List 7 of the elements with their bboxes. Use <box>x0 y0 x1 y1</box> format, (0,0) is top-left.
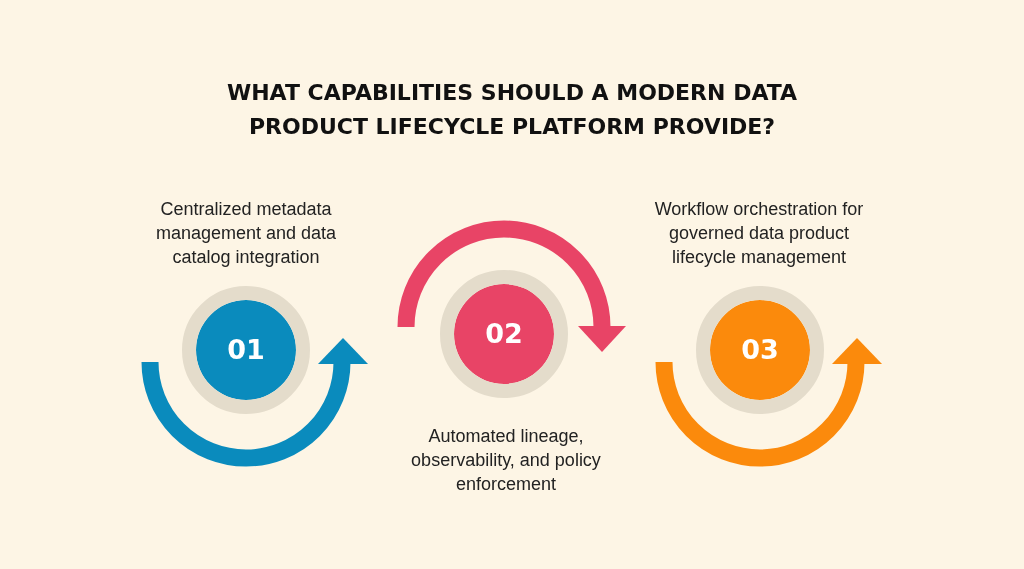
step-description: Automated lineage, observability, and policy enforcement <box>410 425 602 496</box>
step-number: 02 <box>485 319 523 349</box>
step-description: Centralized metadata management and data catalog integration <box>154 198 338 269</box>
step-description: Workflow orchestration for governed data product lifecycle management <box>653 198 865 269</box>
step-number: 01 <box>227 335 265 365</box>
step-number: 03 <box>741 335 779 365</box>
title: WHAT CAPABILITIES SHOULD A MODERN DATA PRODUCT LIFECYCLE PLATFORM PROVIDE? <box>225 79 799 141</box>
